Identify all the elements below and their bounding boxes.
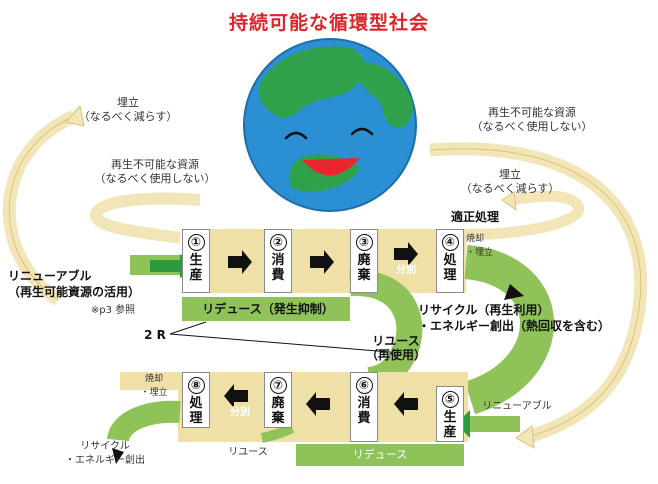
- stage-8-treatment: ⑧ 処 理: [182, 372, 210, 428]
- stage-char: 生: [189, 253, 203, 268]
- stage-1-production: ① 生 産: [182, 229, 210, 293]
- label-reuse-bottom: リユース: [228, 447, 268, 458]
- stage-7-disposal: ⑦ 廃 棄: [264, 372, 292, 428]
- stage-char: 消: [271, 253, 285, 268]
- stage-number: ②: [269, 234, 287, 251]
- stage-char: 廃: [357, 253, 371, 268]
- stage-number: ⑤: [441, 391, 459, 408]
- stage-char: 棄: [271, 411, 285, 426]
- label-sort-top: 分別: [396, 265, 416, 276]
- stage-char: 処: [443, 253, 457, 268]
- label-nonrenewable-left: 再生不可能な資源 （なるべく使用しない）: [94, 158, 216, 185]
- label-incinerate-top: 焼却 ・埋立: [466, 234, 494, 258]
- label-nonrenewable-right: 再生不可能な資源 （なるべく使用しない）: [471, 106, 593, 133]
- label-proper-treatment: 適正処理: [450, 210, 499, 224]
- stage-char: 費: [271, 268, 285, 283]
- diagram-title: 持続可能な循環型社会: [228, 12, 429, 34]
- label-reduce-bottom: リデュース: [352, 448, 408, 461]
- stage-4-treatment: ④ 処 理: [436, 229, 464, 293]
- label-reuse-mid: リユース （再使用）: [365, 334, 426, 362]
- stage-char: 生: [443, 410, 457, 425]
- stage-char: 処: [189, 396, 203, 411]
- label-incinerate-bottom: 焼却 ・埋立: [140, 374, 168, 398]
- earth-icon: [243, 38, 417, 212]
- label-sort-bottom: 分別: [230, 407, 250, 418]
- stage-2-consumption: ② 消 費: [264, 229, 292, 293]
- stage-char: 理: [443, 268, 457, 283]
- label-2r: 2 R: [144, 328, 166, 342]
- stage-number: ①: [187, 234, 205, 251]
- stage-3-disposal: ③ 廃 棄: [350, 229, 378, 293]
- label-recycle-bottom: リサイクル ・エネルギー創出: [65, 441, 145, 466]
- stage-5-production: ⑤ 生 産: [436, 386, 464, 442]
- stage-char: 棄: [357, 268, 371, 283]
- stage-number: ③: [355, 234, 373, 251]
- label-renewable-note: ※p3 参照: [90, 305, 136, 316]
- stage-6-consumption: ⑥ 消 費: [350, 372, 378, 442]
- stage-char: 産: [189, 268, 203, 283]
- label-recycle-mid: リサイクル（再生利用） ・エネルギー創出（熱回収を含む）: [418, 303, 611, 333]
- stage-char: 廃: [271, 396, 285, 411]
- stage-char: 消: [357, 396, 371, 411]
- label-landfill-right: 埋立 （なるべく減らす）: [460, 168, 560, 195]
- stage-char: 費: [357, 411, 371, 426]
- label-reduce-top: リデュース（発生抑制）: [202, 302, 334, 316]
- stage-number: ⑥: [355, 377, 373, 394]
- stage-number: ④: [441, 234, 459, 251]
- label-renewable-bottom: リニューアブル: [482, 401, 552, 412]
- stage-char: 産: [443, 425, 457, 440]
- label-renewable: リニューアブル （再生可能資源の活用）: [8, 269, 141, 299]
- stage-char: 理: [189, 411, 203, 426]
- stage-number: ⑧: [187, 377, 205, 394]
- label-landfill-left: 埋立 （なるべく減らす）: [78, 96, 178, 123]
- stage-number: ⑦: [269, 377, 287, 394]
